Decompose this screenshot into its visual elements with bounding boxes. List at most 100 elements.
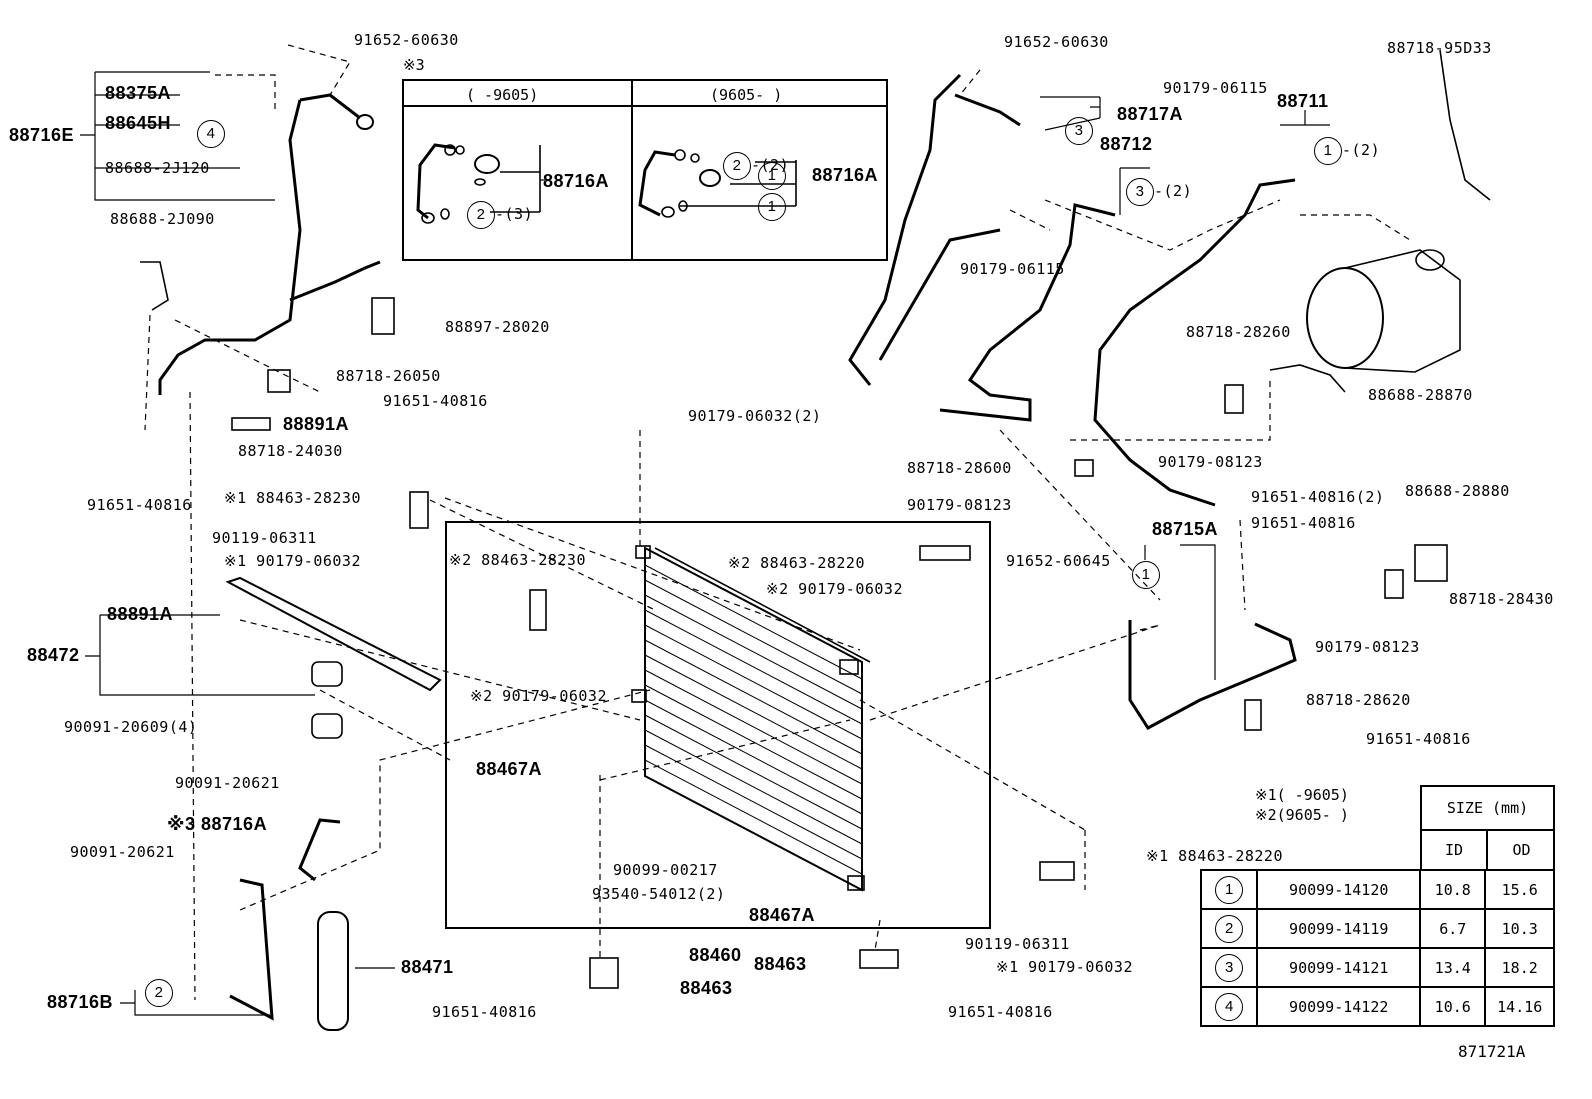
label-91651-40816-b: 91651-40816	[87, 496, 192, 514]
label-88718-28600: 88718-28600	[907, 459, 1012, 477]
inset-right-part: 88716A	[812, 165, 879, 185]
part-number: 90099-14122	[1256, 986, 1422, 1027]
id-value: 10.6	[1419, 986, 1487, 1027]
label-88718-28620: 88718-28620	[1306, 691, 1411, 709]
label-90091-20621-b: 90091-20621	[70, 843, 175, 861]
label-90119-06311-b: 90119-06311	[965, 935, 1070, 953]
label-88897-28020: 88897-28020	[445, 318, 550, 336]
circle-3-a: 3	[1065, 117, 1093, 145]
label-88472: 88472	[27, 645, 80, 665]
size-table: SIZE (mm) ID OD 1 90099-14120 10.8 15.6 …	[1199, 785, 1555, 1035]
condenser-core	[644, 546, 871, 892]
inset-note: ※3	[403, 56, 425, 74]
inset-right-pipe	[638, 150, 676, 217]
label-90091-20621-a: 90091-20621	[175, 774, 280, 792]
label-88463-28220-a: ※2 88463-28220	[728, 554, 865, 572]
label-88688-2j120: 88688-2J120	[105, 159, 210, 177]
size-table-header: SIZE (mm) ID OD	[1420, 785, 1555, 871]
condenser-box	[445, 521, 991, 929]
label-88711: 88711	[1277, 91, 1329, 111]
label-88718-95d33: 88718-95D33	[1387, 39, 1492, 57]
label-88891a-a: 88891A	[283, 414, 350, 434]
table-row: 1 90099-14120 10.8 15.6	[1199, 869, 1555, 910]
label-88375a: 88375A	[105, 83, 172, 103]
label-88718-26050: 88718-26050	[336, 367, 441, 385]
label-88467a-a: 88467A	[476, 759, 543, 779]
label-90179-06115-b: 90179-06115	[960, 260, 1065, 278]
id-value: 10.8	[1419, 869, 1487, 910]
label-90179-08123-c: 90179-08123	[1315, 638, 1420, 656]
label-91652-60645: 91652-60645	[1006, 552, 1111, 570]
label-90179-06032-d: ※2 90179-06032	[470, 687, 607, 705]
pipe-88716e	[158, 93, 361, 395]
od-value: 15.6	[1484, 869, 1555, 910]
label-88718-28430: 88718-28430	[1449, 590, 1554, 608]
ref-3: 3	[1215, 953, 1244, 982]
part-number: 90099-14121	[1256, 947, 1422, 988]
label-91652-60630-b: 91652-60630	[1004, 33, 1109, 51]
label-90179-08123-b: 90179-08123	[907, 496, 1012, 514]
label-88645h: 88645H	[105, 113, 172, 133]
part-number: 90099-14119	[1256, 908, 1422, 949]
col-id: ID	[1444, 841, 1464, 859]
label-93540-54012: 93540-54012(2)	[592, 885, 726, 903]
compressor	[1306, 249, 1461, 373]
label-90179-06032-a: ※1 90179-06032	[224, 552, 361, 570]
ref-4: 4	[1215, 992, 1244, 1021]
pipe-88715a	[1128, 620, 1297, 730]
label-88715a: 88715A	[1152, 519, 1219, 539]
diagram-code: 871721A	[1458, 1042, 1526, 1061]
table-row: 4 90099-14122 10.6 14.16	[1199, 986, 1555, 1027]
label-91651-40816-f: 91651-40816	[1251, 514, 1356, 532]
label-88460: 88460	[689, 945, 742, 965]
receiver-dryer	[317, 911, 349, 1031]
label-88716b: 88716B	[47, 992, 114, 1012]
label-88463-b: 88463	[754, 954, 807, 974]
circle-3-b: 3-(2)	[1126, 178, 1192, 206]
label-88471: 88471	[401, 957, 454, 977]
part-number: 90099-14120	[1256, 869, 1422, 910]
circle-4: 4	[197, 120, 225, 148]
label-90091-20609: 90091-20609(4)	[64, 718, 198, 736]
label-91651-40816-a: 91651-40816	[383, 392, 488, 410]
circle-1-b: 1	[1132, 561, 1160, 589]
label-90119-06311-a: 90119-06311	[212, 529, 317, 547]
label-90179-06032-b: 90179-06032(2)	[688, 407, 822, 425]
od-value: 18.2	[1484, 947, 1555, 988]
bar-88891a	[225, 576, 442, 692]
size-table-body: 1 90099-14120 10.8 15.6 2 90099-14119 6.…	[1199, 869, 1555, 1027]
label-91651-40816-e: 91651-40816(2)	[1251, 488, 1385, 506]
label-88467a-b: 88467A	[749, 905, 816, 925]
label-91651-40816-c: 91651-40816	[432, 1003, 537, 1021]
label-88463-a: 88463	[680, 978, 733, 998]
label-91651-40816-g: 91651-40816	[1366, 730, 1471, 748]
label-88463-28220-b: ※1 88463-28220	[1146, 847, 1283, 865]
label-91652-60630-a: 91652-60630	[354, 31, 459, 49]
label-88716a-b: ※3 88716A	[167, 814, 268, 834]
inset-left-pipe	[416, 143, 456, 220]
col-od: OD	[1512, 841, 1531, 859]
label-91651-40816-d: 91651-40816	[948, 1003, 1053, 1021]
label-88891a-b: 88891A	[107, 604, 174, 624]
label-88716e: 88716E	[9, 125, 75, 145]
inset-right-seal-1: 1	[758, 193, 786, 221]
label-88688-28870: 88688-28870	[1368, 386, 1473, 404]
legend-line-1: ※1( -9605)	[1255, 786, 1349, 804]
table-row: 3 90099-14121 13.4 18.2	[1199, 947, 1555, 988]
label-90179-06032-e: ※1 90179-06032	[996, 958, 1133, 976]
label-90179-06032-c: ※2 90179-06032	[766, 580, 903, 598]
label-88688-28880: 88688-28880	[1405, 482, 1510, 500]
inset-right-seal-1b: 1	[758, 162, 786, 190]
label-90099-00217: 90099-00217	[613, 861, 718, 879]
inset-left-seal: 2-(3)	[467, 201, 533, 229]
inset-right-header: (9605- )	[710, 86, 783, 104]
ref-2: 2	[1215, 914, 1244, 943]
circle-2-left: 2	[145, 979, 173, 1007]
circle-1-a: 1-(2)	[1314, 137, 1380, 165]
label-88463-28230-b: ※2 88463-28230	[449, 551, 586, 569]
legend-line-2: ※2(9605- )	[1255, 806, 1349, 824]
label-90179-08123-a: 90179-08123	[1158, 453, 1263, 471]
label-88688-2j090: 88688-2J090	[110, 210, 215, 228]
